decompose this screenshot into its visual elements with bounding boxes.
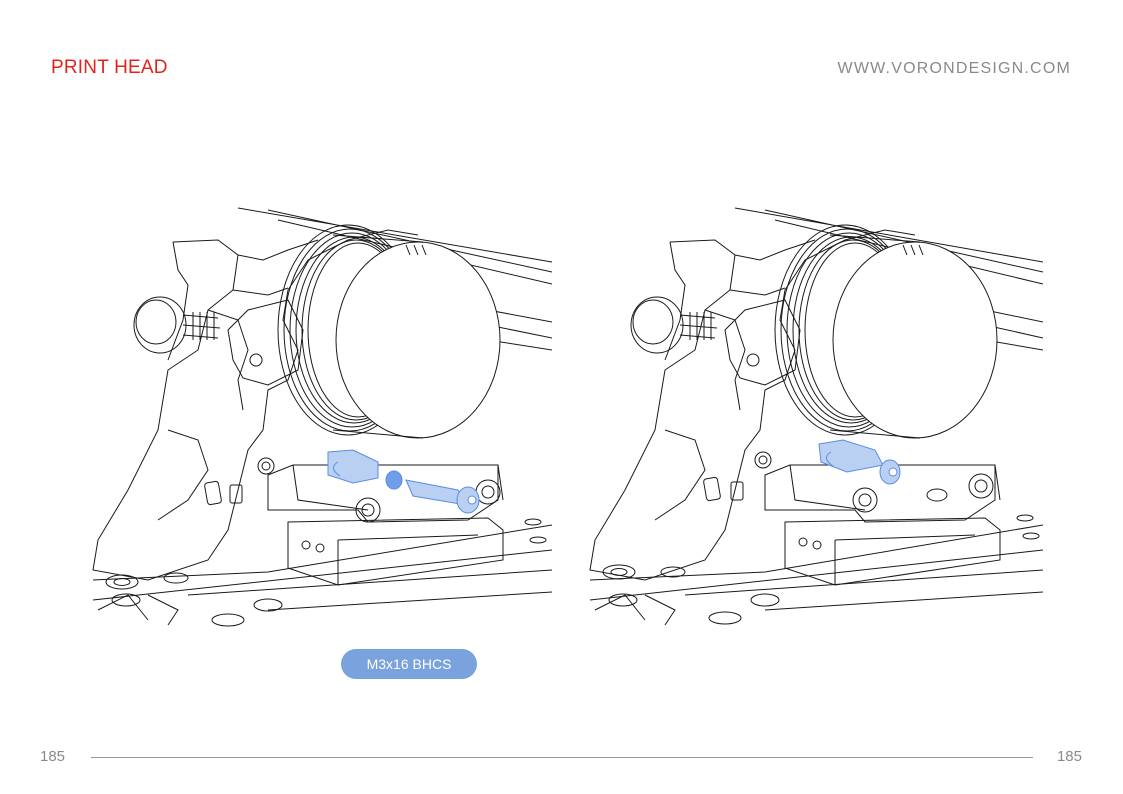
- page-number-right: 185: [1056, 748, 1082, 765]
- screw-callout-badge: M3x16 BHCS: [341, 649, 477, 679]
- assembly-illustration-before: [88, 200, 552, 628]
- assembly-illustration-after: [585, 200, 1043, 628]
- section-title: PRINT HEAD: [51, 57, 168, 78]
- page-number-left: 185: [40, 748, 66, 765]
- footer-divider: [91, 757, 1033, 758]
- website-url: WWW.VORONDESIGN.COM: [837, 60, 1071, 77]
